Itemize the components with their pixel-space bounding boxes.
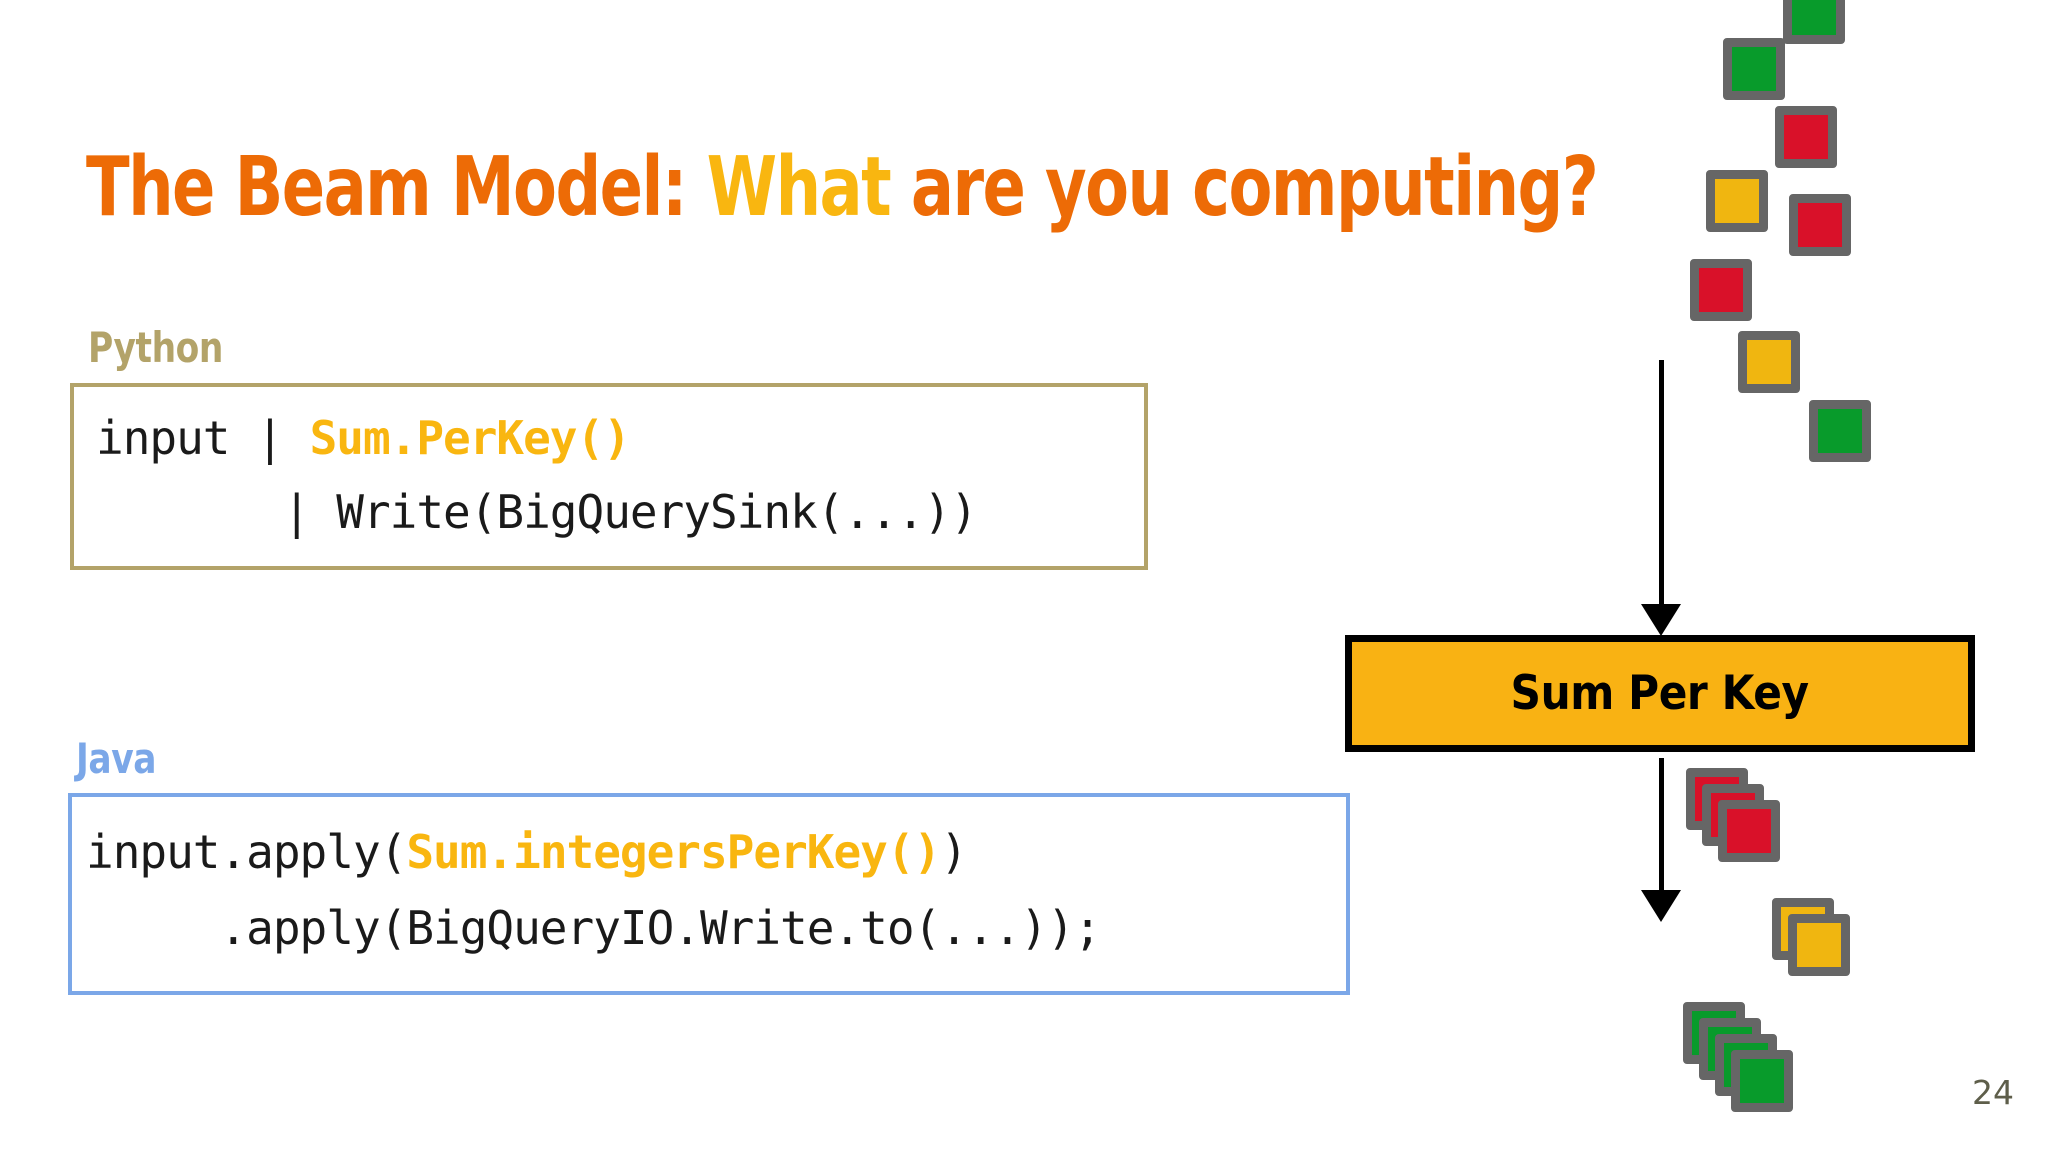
input-arrow-head (1641, 604, 1681, 636)
code-plain: input.apply( (86, 825, 407, 879)
code-line: input.apply(Sum.integersPerKey()) (86, 829, 1346, 875)
input-tile-yellow (1738, 331, 1800, 393)
output-tile-green (1715, 1034, 1777, 1096)
title-part-highlight: What (706, 139, 892, 235)
output-arrow-head (1641, 890, 1681, 922)
code-highlight: Sum.integersPerKey() (406, 825, 941, 879)
input-tile-green (1809, 400, 1871, 462)
output-tile-yellow (1772, 898, 1834, 960)
code-plain-after: ) (940, 825, 968, 879)
output-tile-green (1731, 1050, 1793, 1112)
output-tile-red (1686, 768, 1748, 830)
code-plain: input | (96, 411, 310, 465)
output-tile-red (1718, 800, 1780, 862)
code-line: | Write(BigQuerySink(...)) (96, 489, 1144, 535)
code-plain: | Write(BigQuerySink(...)) (96, 485, 978, 539)
output-tile-yellow (1788, 914, 1850, 976)
output-tile-green (1683, 1002, 1745, 1064)
page-number: 24 (1972, 1073, 2014, 1112)
input-arrow-shaft (1659, 360, 1664, 606)
output-arrow-shaft (1659, 758, 1664, 892)
title-part-1: The Beam Model: (86, 139, 707, 235)
input-tile-green (1783, 0, 1845, 44)
input-tile-green (1723, 38, 1785, 100)
python-code-block[interactable]: input | Sum.PerKey() | Write(BigQuerySin… (70, 383, 1148, 570)
input-tile-yellow (1706, 170, 1768, 232)
transform-box-sum-per-key[interactable]: Sum Per Key (1345, 635, 1975, 752)
input-tile-red (1789, 194, 1851, 256)
page-title: The Beam Model: What are you computing? (86, 146, 1599, 229)
title-part-3: are you computing? (890, 139, 1599, 235)
code-line: input | Sum.PerKey() (96, 415, 1144, 461)
code-highlight: Sum.PerKey() (309, 411, 631, 465)
transform-box-label: Sum Per Key (1510, 666, 1810, 721)
java-language-label: Java (76, 734, 157, 783)
python-language-label: Python (88, 323, 224, 372)
output-tile-green (1699, 1018, 1761, 1080)
input-tile-red (1775, 106, 1837, 168)
code-plain: .apply(BigQueryIO.Write.to(...)); (86, 901, 1101, 955)
output-tile-red (1702, 784, 1764, 846)
java-code-block[interactable]: input.apply(Sum.integersPerKey()) .apply… (68, 793, 1350, 995)
code-line: .apply(BigQueryIO.Write.to(...)); (86, 905, 1346, 951)
input-tile-red (1690, 259, 1752, 321)
